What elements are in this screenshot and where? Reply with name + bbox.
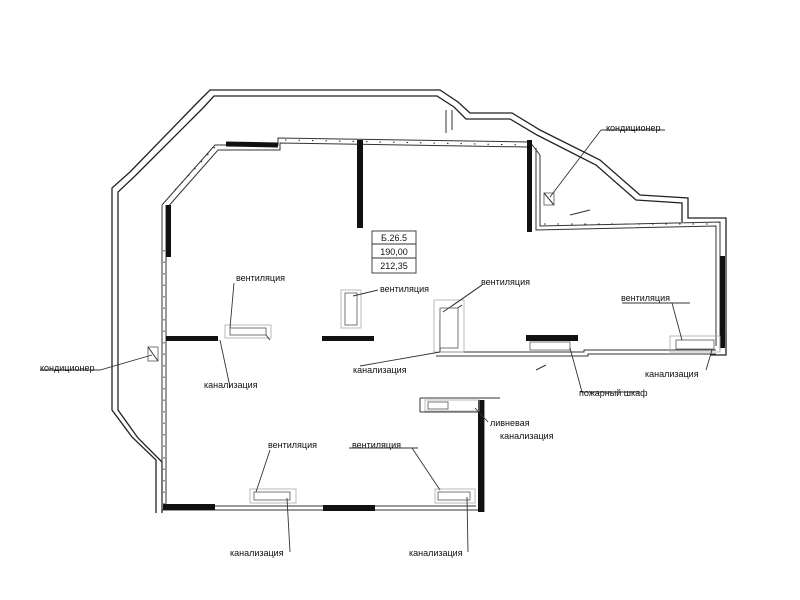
label-ventilation-6: вентиляция [352,440,401,450]
label-air-conditioner-left: кондиционер [40,363,94,373]
interior-columns [166,140,578,341]
room-label-box: Б.26.5 190,00 212,35 [371,230,417,274]
window-openings [163,140,725,512]
label-sewerage-5: канализация [409,548,463,558]
wall-ticks [163,139,716,505]
label-sewerage-2: канализация [353,365,407,375]
label-ventilation-4: вентиляция [621,293,670,303]
label-sewerage-1: канализация [204,380,258,390]
label-sewerage-3: канализация [645,369,699,379]
room-code: Б.26.5 [381,233,407,243]
room-area-1: 190,00 [380,247,408,257]
label-ventilation-1: вентиляция [236,273,285,283]
label-air-conditioner-right: кондиционер [606,123,660,133]
annotation-labels: кондиционер кондиционер вентиляция венти… [40,123,699,558]
leader-lines [40,129,713,553]
label-fire-cabinet: пожарный шкаф [579,388,648,398]
label-ventilation-2: вентиляция [380,284,429,294]
label-sewerage-4: канализация [230,548,284,558]
room-area-2: 212,35 [380,261,408,271]
outer-wall [111,89,727,513]
fixtures [147,192,721,504]
label-ventilation-3: вентиляция [481,277,530,287]
label-storm-sewer-line1: ливневая [490,418,530,428]
label-ventilation-5: вентиляция [268,440,317,450]
label-storm-sewer-line2: канализация [500,431,554,441]
